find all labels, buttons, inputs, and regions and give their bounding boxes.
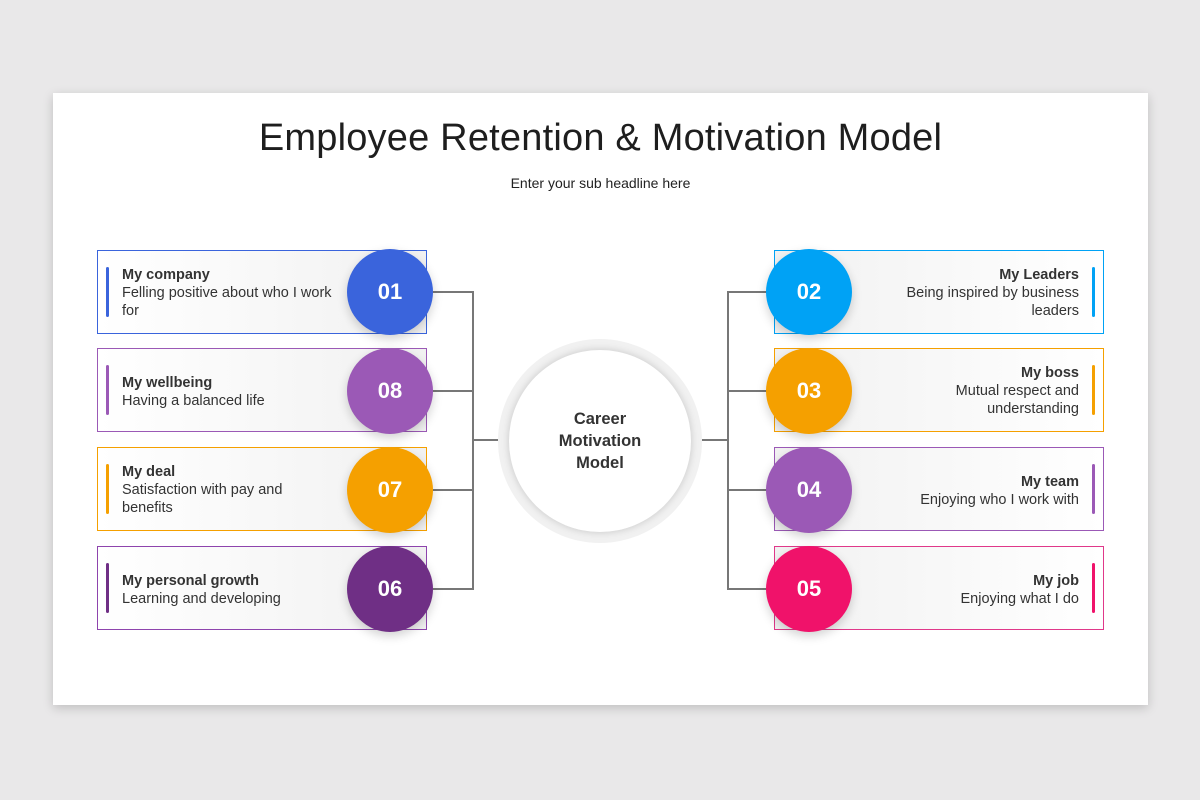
item-heading: My job — [1033, 573, 1079, 589]
slide: Employee Retention & Motivation Model En… — [53, 93, 1148, 705]
item-heading: My deal — [122, 464, 176, 480]
item-accent — [1092, 563, 1095, 613]
center-label-line-1: Career — [573, 410, 627, 428]
center-circle-inner: Career Motivation Model — [509, 350, 691, 532]
item-heading: My Leaders — [999, 267, 1079, 283]
item-accent — [106, 563, 109, 613]
item-heading: My wellbeing — [122, 375, 213, 391]
number-badge-01: 01 — [347, 249, 433, 335]
page-subtitle: Enter your sub headline here — [510, 175, 691, 191]
item-description: Enjoying what I do — [960, 591, 1080, 607]
right-connector — [702, 291, 768, 590]
number-badge-06: 06 — [347, 546, 433, 632]
item-accent — [1092, 267, 1095, 317]
item-description: Having a balanced life — [122, 393, 265, 409]
connector-lines — [433, 291, 768, 590]
item-accent — [106, 464, 109, 514]
number-badge-07: 07 — [347, 447, 433, 533]
number-badge-03: 03 — [766, 348, 852, 434]
number-badge-02: 02 — [766, 249, 852, 335]
item-heading: My team — [1020, 474, 1079, 490]
number-badge-05: 05 — [766, 546, 852, 632]
item-accent — [106, 365, 109, 415]
center-circle: Career Motivation Model — [498, 339, 702, 543]
item-accent — [1092, 365, 1095, 415]
item-heading: My company — [122, 267, 210, 283]
item-heading: My boss — [1020, 365, 1079, 381]
center-label-line-2: Motivation — [558, 432, 642, 450]
item-heading: My personal growth — [122, 573, 259, 589]
item-description: Felling positive about who I work for — [122, 285, 332, 319]
page-title: Employee Retention & Motivation Model — [258, 117, 943, 159]
number-badge-08: 08 — [347, 348, 433, 434]
item-accent — [1092, 464, 1095, 514]
left-connector — [433, 291, 498, 590]
number-badge-04: 04 — [766, 447, 852, 533]
item-description: Satisfaction with pay and benefits — [122, 482, 283, 516]
item-description: Learning and developing — [122, 591, 281, 607]
center-label-line-3: Model — [576, 454, 624, 472]
center-label: Career Motivation Model — [540, 408, 660, 474]
item-description: Enjoying who I work with — [920, 492, 1079, 508]
item-accent — [106, 267, 109, 317]
item-description: Mutual respect and understanding — [955, 383, 1079, 417]
item-description: Being inspired by business leaders — [906, 285, 1080, 319]
